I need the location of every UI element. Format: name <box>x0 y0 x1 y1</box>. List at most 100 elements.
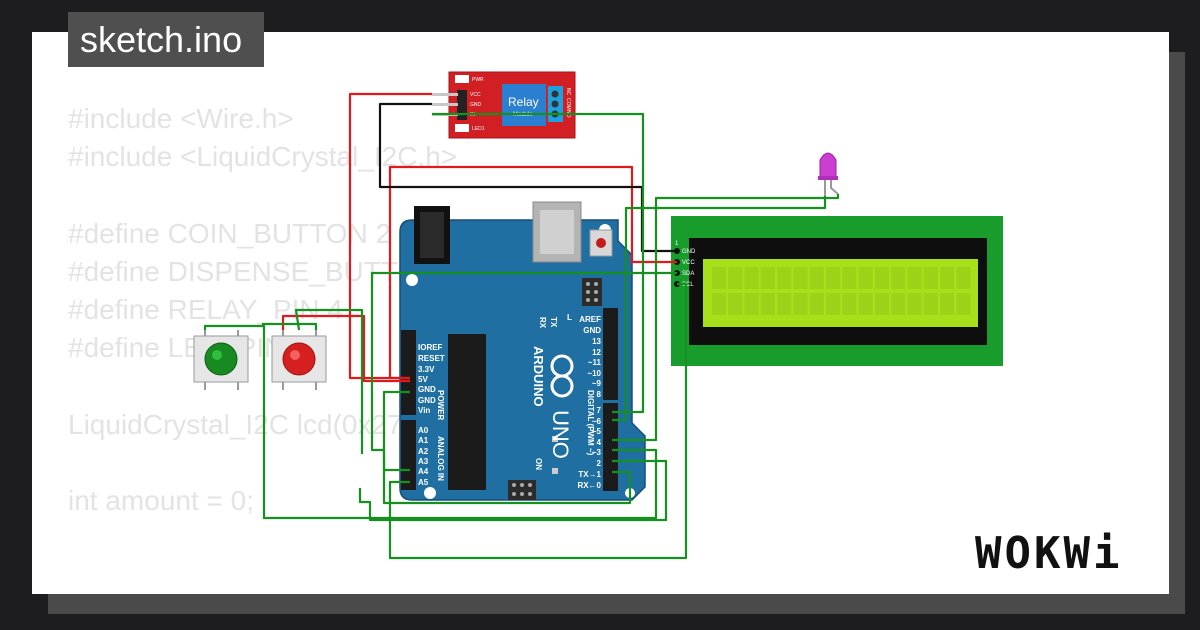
lcd-cell <box>923 267 938 289</box>
code-line: #include <LiquidCrystal_I2C.h> <box>68 141 458 173</box>
analog-header-label: ANALOG IN <box>436 436 445 481</box>
lcd-cell <box>891 267 906 289</box>
pin-label: GND <box>583 326 601 335</box>
lcd-cell <box>842 293 857 315</box>
relay-out-label: NC <box>565 88 571 96</box>
wokwi-logo: WOKWi <box>975 528 1123 579</box>
lcd-cell <box>907 293 922 315</box>
pin-label: AREF <box>579 315 601 324</box>
lcd-cell <box>728 293 743 315</box>
power-header-label: POWER <box>436 390 445 420</box>
arduino-logo <box>550 354 574 398</box>
code-preview: #include <Wire.h> #include <LiquidCrysta… <box>68 100 498 520</box>
pin-label: A4 <box>418 467 429 476</box>
pin-label: ~11 <box>588 358 602 367</box>
lcd-cell <box>940 293 955 315</box>
relay-pwr-label: PWR <box>472 77 484 83</box>
pin-label: A5 <box>418 478 429 487</box>
arduino-uno-board[interactable] <box>399 201 646 501</box>
pin-label: RESET <box>418 354 445 363</box>
arduino-brand: ARDUINO <box>531 346 546 407</box>
lcd-cell <box>712 293 726 315</box>
lcd-pin-label: VCC <box>682 260 695 266</box>
pin-label: 13 <box>592 337 601 346</box>
code-line: #define COIN_BUTTON 2 <box>68 217 392 249</box>
lcd-cell <box>907 267 922 289</box>
lcd-cell <box>809 267 824 289</box>
lcd-cell <box>826 293 841 315</box>
lcd-cell <box>842 267 857 289</box>
l-led <box>552 436 558 442</box>
pin-label: ~6 <box>592 417 602 426</box>
relay-pin-header <box>457 90 467 120</box>
relay-coil <box>502 84 546 126</box>
sketch-title[interactable]: sketch.ino <box>68 12 265 67</box>
pin-label: TX→1 <box>578 470 601 479</box>
relay-led1-label: LED1 <box>472 126 485 132</box>
lcd-cell <box>744 267 759 289</box>
pin-label: ~10 <box>587 369 601 378</box>
relay-pin-label: VCC <box>470 92 481 98</box>
lcd-cell <box>712 267 726 289</box>
code-line: #define RELAY_PIN 4 <box>68 294 343 326</box>
pin-label: ~5 <box>592 427 602 436</box>
lcd-pin-label: GND <box>682 249 696 255</box>
lcd-cell <box>777 267 792 289</box>
pin-label: 8 <box>597 390 602 399</box>
lcd-character-grid <box>712 267 971 315</box>
mount-hole <box>406 274 418 286</box>
pin-label: RX←0 <box>577 481 601 490</box>
wires <box>203 92 840 560</box>
lcd-cell <box>956 267 971 289</box>
relay-out-label: COM <box>565 98 571 110</box>
lcd-cell <box>956 293 971 315</box>
digital-header-label: DIGITAL (PWM ~) <box>586 390 595 456</box>
purple-led[interactable] <box>818 152 839 196</box>
lcd-cell <box>826 267 841 289</box>
pin-label: ~3 <box>592 448 602 457</box>
pin-label: A1 <box>418 436 429 445</box>
lcd-cell <box>793 293 808 315</box>
code-line: #include <Wire.h> <box>68 103 294 134</box>
coin-button-green[interactable] <box>193 330 249 390</box>
relay-module[interactable] <box>432 71 576 139</box>
analog-header <box>401 420 416 490</box>
lcd-cell <box>875 293 889 315</box>
pin-label: ~9 <box>592 379 602 388</box>
pin-label: 2 <box>597 459 602 468</box>
lcd-cell <box>760 293 775 315</box>
pin-label: 7 <box>597 406 602 415</box>
pin-label: 3.3V <box>418 365 435 374</box>
lcd-cell <box>728 267 743 289</box>
lcd-cell <box>793 267 808 289</box>
lcd-cell <box>744 293 759 315</box>
lcd-pin-label: SCL <box>682 282 694 288</box>
lcd-cell <box>858 293 873 315</box>
lcd-cell <box>858 267 873 289</box>
pin-label: Vin <box>418 406 430 415</box>
dispense-button-red[interactable] <box>271 330 327 390</box>
lcd-display[interactable] <box>671 216 1003 366</box>
code-line: int amount = 0; <box>68 485 255 517</box>
code-line: #define DISPENSE_BUTTON 3 <box>68 255 463 287</box>
tx-label: TX <box>549 317 558 328</box>
pin-label: GND <box>418 396 436 405</box>
lcd-pin-label: SDA <box>682 271 694 277</box>
atmega-chip <box>448 334 486 490</box>
relay-pin-label: GND <box>470 102 482 108</box>
arduino-model: UNO <box>548 410 573 459</box>
lcd-cell <box>875 267 889 289</box>
rx-label: RX <box>538 317 547 329</box>
pin-label: 12 <box>592 348 601 357</box>
icsp-header <box>508 278 602 500</box>
pin-label: 5V <box>418 375 428 384</box>
power-header <box>401 330 416 415</box>
lcd-cell <box>940 267 955 289</box>
pin-label: A0 <box>418 426 429 435</box>
pin-label: IOREF <box>418 343 443 352</box>
pin-label: A3 <box>418 457 429 466</box>
pin-label: A2 <box>418 447 429 456</box>
mount-hole <box>424 487 436 499</box>
l-label: L <box>567 313 572 322</box>
relay-label: Relay <box>508 95 539 109</box>
